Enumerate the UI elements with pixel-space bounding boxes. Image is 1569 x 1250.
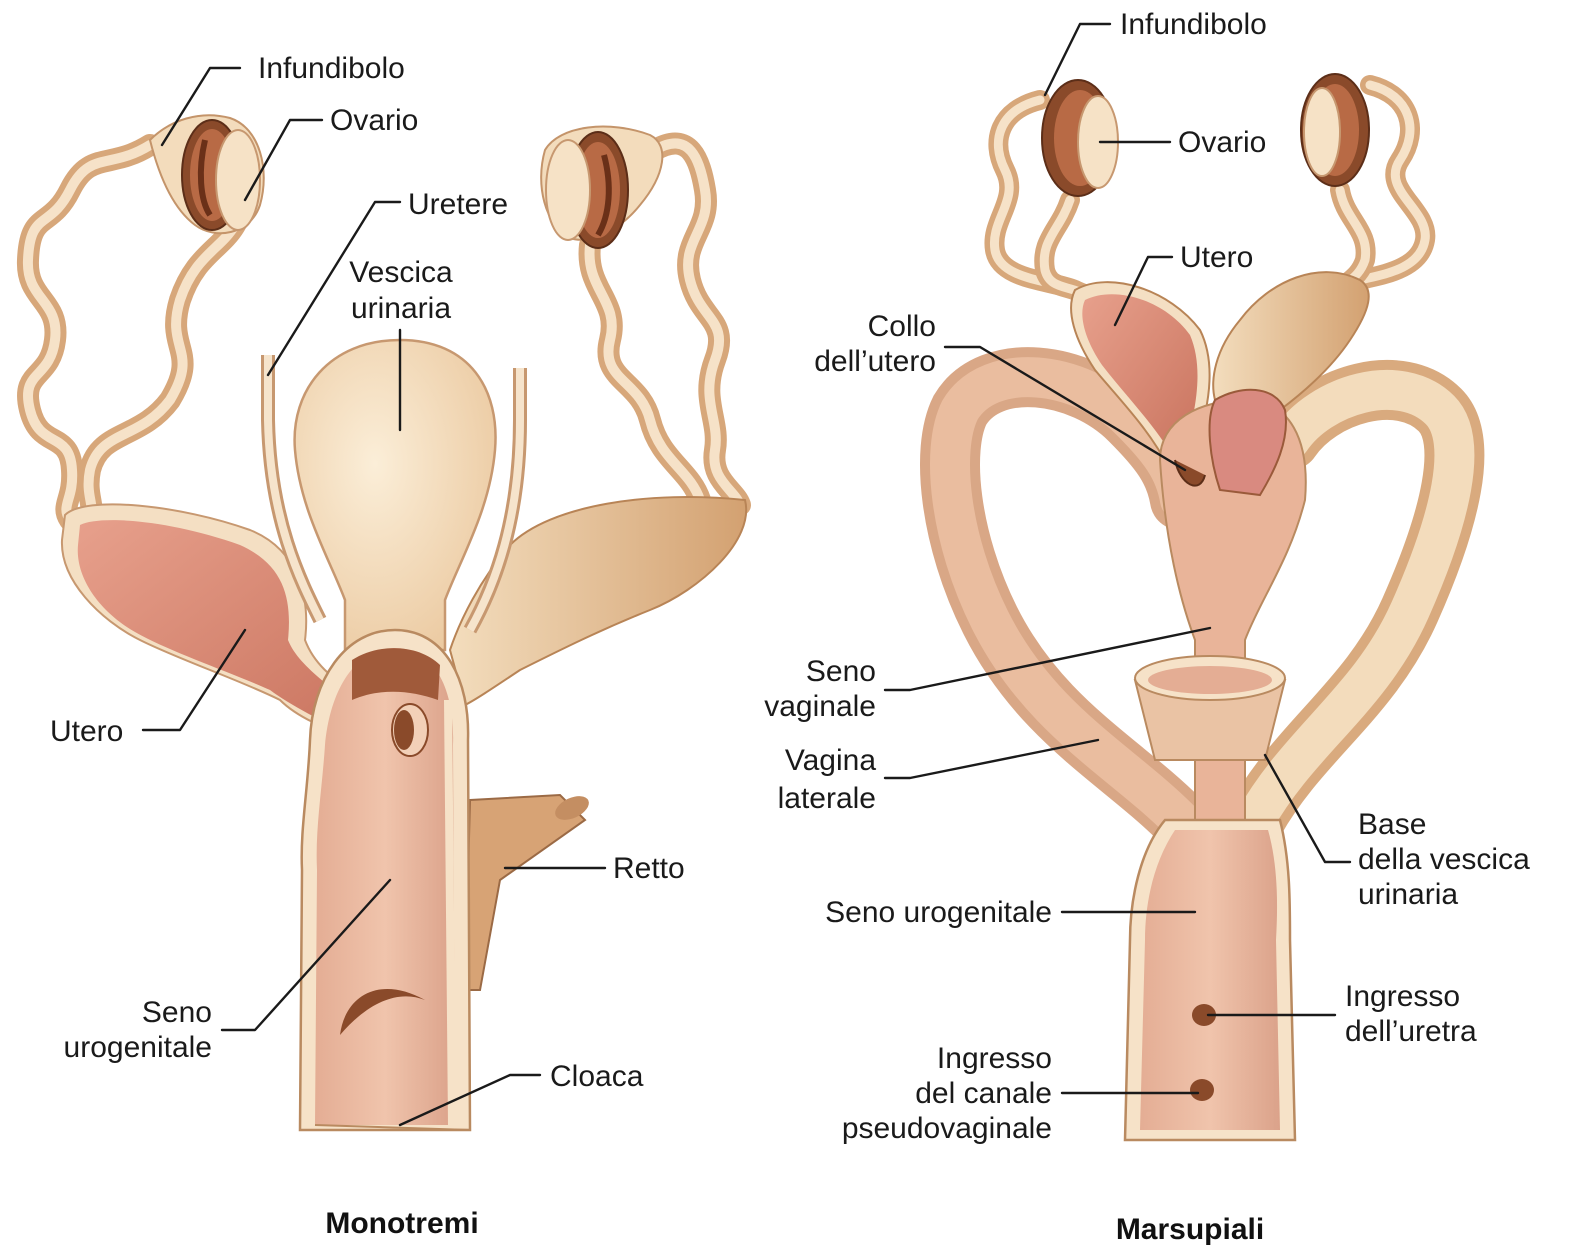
label-ovario-m: Ovario bbox=[330, 104, 418, 137]
label-retto: Retto bbox=[613, 852, 685, 885]
label-seno-m-1: Seno bbox=[142, 996, 212, 1029]
bladder-base bbox=[1135, 656, 1285, 760]
label-cloaca: Cloaca bbox=[550, 1060, 644, 1093]
label-vescica-2: urinaria bbox=[351, 292, 451, 325]
label-utero-m: Utero bbox=[50, 715, 123, 748]
title-monotremi: Monotremi bbox=[325, 1207, 478, 1240]
label-canale-3: pseudovaginale bbox=[842, 1112, 1052, 1145]
right-infundibulum bbox=[541, 127, 662, 248]
label-vescica-1: Vescica bbox=[349, 256, 453, 289]
label-seno-vag-2: vaginale bbox=[764, 690, 876, 723]
right-uterus bbox=[450, 497, 746, 705]
label-vagina-2: laterale bbox=[778, 782, 876, 815]
label-utero-s: Utero bbox=[1180, 241, 1253, 274]
label-seno-m-2: urogenitale bbox=[64, 1031, 212, 1064]
label-collo-1: Collo bbox=[868, 310, 936, 343]
label-vagina-1: Vagina bbox=[785, 744, 877, 777]
urinary-bladder bbox=[295, 340, 496, 650]
label-base-1: Base bbox=[1358, 808, 1426, 841]
label-infundibolo-m: Infundibolo bbox=[258, 52, 405, 85]
label-base-3: urinaria bbox=[1358, 878, 1458, 911]
label-canale-2: del canale bbox=[915, 1077, 1052, 1110]
title-marsupiali: Marsupiali bbox=[1116, 1213, 1264, 1246]
label-ovario-s: Ovario bbox=[1178, 126, 1266, 159]
label-uretra-2: dell’uretra bbox=[1345, 1015, 1477, 1048]
label-uretere: Uretere bbox=[408, 188, 508, 221]
left-infundibulum bbox=[150, 115, 264, 233]
rectum bbox=[465, 791, 593, 990]
label-uretra-1: Ingresso bbox=[1345, 980, 1460, 1013]
label-collo-2: dell’utero bbox=[814, 345, 936, 378]
urogenital-sinus bbox=[300, 630, 470, 1130]
label-base-2: della vescica bbox=[1358, 843, 1530, 876]
label-infundibolo-s: Infundibolo bbox=[1120, 8, 1267, 41]
label-seno-uro: Seno urogenitale bbox=[825, 896, 1052, 929]
label-canale-1: Ingresso bbox=[937, 1042, 1052, 1075]
label-seno-vag-1: Seno bbox=[806, 655, 876, 688]
